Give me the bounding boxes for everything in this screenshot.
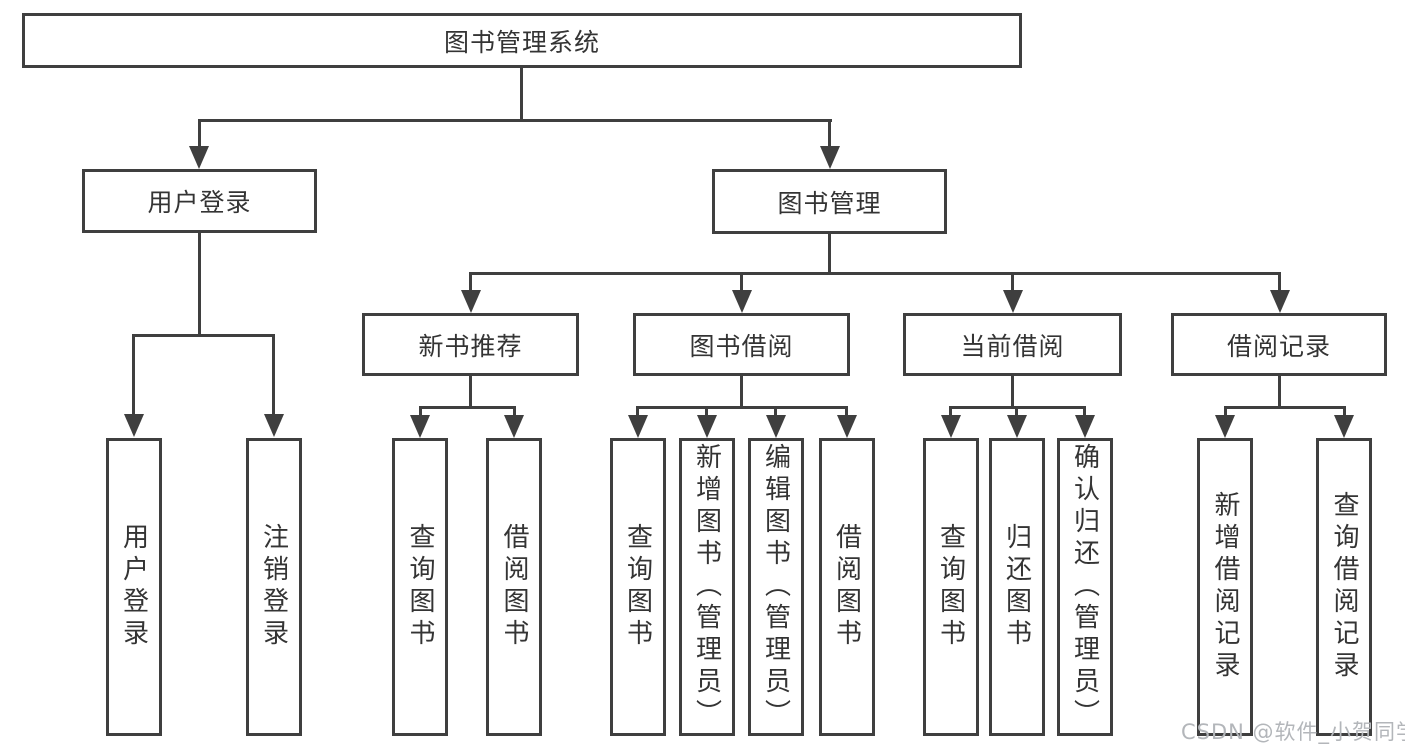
arrow-down-icon [731, 273, 752, 313]
arrow-down-icon [410, 407, 430, 438]
arrow-down-icon [1074, 407, 1095, 438]
leaf-label: 新增借阅记录 [1210, 491, 1240, 683]
leaf-label: 查询借阅记录 [1329, 491, 1359, 683]
arrow-down-icon [263, 335, 284, 437]
arrow-down-icon [836, 407, 857, 438]
leaf-label: 用户登录 [118, 523, 149, 651]
arrow-down-icon [504, 407, 524, 438]
arrow-down-icon [1006, 407, 1027, 438]
leaf-label: 归还图书 [1001, 523, 1032, 651]
leaf-label: 查询图书 [935, 523, 966, 651]
leaf-user-login: 用户登录 [105, 438, 162, 736]
node-label: 图书管理 [777, 188, 882, 218]
leaf-query-books-3: 查询图书 [922, 438, 979, 736]
connector-current-borrow-stub [1011, 375, 1014, 408]
arrow-down-icon [627, 407, 648, 438]
arrow-down-icon [940, 407, 961, 438]
node-borrowing-records: 借阅记录 [1171, 313, 1387, 376]
arrow-down-icon [696, 407, 717, 438]
arrow-down-icon [189, 120, 209, 169]
node-user-login: 用户登录 [82, 169, 317, 233]
arrow-down-icon [460, 273, 481, 313]
leaf-logout: 注销登录 [245, 438, 302, 736]
connector-book-borrow-branch [636, 405, 848, 409]
node-label: 图书管理系统 [443, 27, 600, 57]
arrow-down-icon [1334, 407, 1354, 438]
node-label: 借阅记录 [1226, 331, 1331, 361]
node-current-borrowing: 当前借阅 [903, 313, 1122, 376]
leaf-label: 注销登录 [258, 523, 289, 651]
connector-user-login-stub [197, 233, 201, 337]
connector-book-management-branch [469, 271, 1281, 275]
leaf-confirm-return-admin: 确认归还（管理员） [1056, 438, 1113, 736]
arrow-down-icon [1215, 407, 1235, 438]
leaf-label: 确认归还（管理员） [1069, 443, 1100, 731]
node-label: 用户登录 [147, 188, 252, 217]
node-book-borrowing: 图书借阅 [633, 313, 850, 376]
connector-new-book-stub [469, 375, 472, 408]
leaf-add-books-admin: 新增图书（管理员） [678, 438, 735, 736]
connector-user-login-branch [132, 333, 275, 337]
watermark-text: CSDN @软件_小贺同学 [1181, 720, 1405, 744]
leaf-label: 借阅图书 [499, 523, 529, 651]
node-label: 当前借阅 [960, 331, 1065, 361]
node-new-book-recommendation: 新书推荐 [362, 313, 579, 376]
connector-borrow-records-stub [1278, 375, 1281, 408]
leaf-borrow-books-2: 借阅图书 [818, 438, 875, 736]
leaf-borrow-books-1: 借阅图书 [486, 438, 542, 736]
node-label: 新书推荐 [418, 331, 523, 361]
connector-borrow-records-branch [1223, 405, 1346, 409]
connector-root-branch [197, 118, 832, 122]
connector-root-stub [519, 66, 523, 122]
leaf-label: 查询图书 [405, 523, 435, 651]
leaf-label: 查询图书 [622, 523, 653, 651]
leaf-query-books-1: 查询图书 [392, 438, 448, 736]
leaf-edit-books-admin: 编辑图书（管理员） [747, 438, 804, 736]
leaf-return-books: 归还图书 [988, 438, 1045, 736]
leaf-label: 编辑图书（管理员） [760, 443, 791, 731]
leaf-label: 借阅图书 [831, 523, 862, 651]
leaf-label: 新增图书（管理员） [691, 443, 722, 731]
connector-book-management-stub [828, 234, 831, 275]
connector-new-book-branch [418, 405, 516, 409]
arrow-down-icon [123, 335, 144, 437]
node-book-management: 图书管理 [712, 169, 947, 234]
leaf-query-books-2: 查询图书 [609, 438, 666, 736]
leaf-query-borrow-record: 查询借阅记录 [1316, 438, 1372, 736]
arrow-down-icon [1002, 273, 1023, 313]
arrow-down-icon [819, 120, 840, 169]
connector-book-borrow-stub [740, 375, 743, 408]
arrow-down-icon [765, 407, 786, 438]
arrow-down-icon [1269, 273, 1290, 313]
leaf-add-borrow-record: 新增借阅记录 [1197, 438, 1253, 736]
node-label: 图书借阅 [689, 331, 794, 361]
node-library-management-system: 图书管理系统 [22, 13, 1022, 68]
